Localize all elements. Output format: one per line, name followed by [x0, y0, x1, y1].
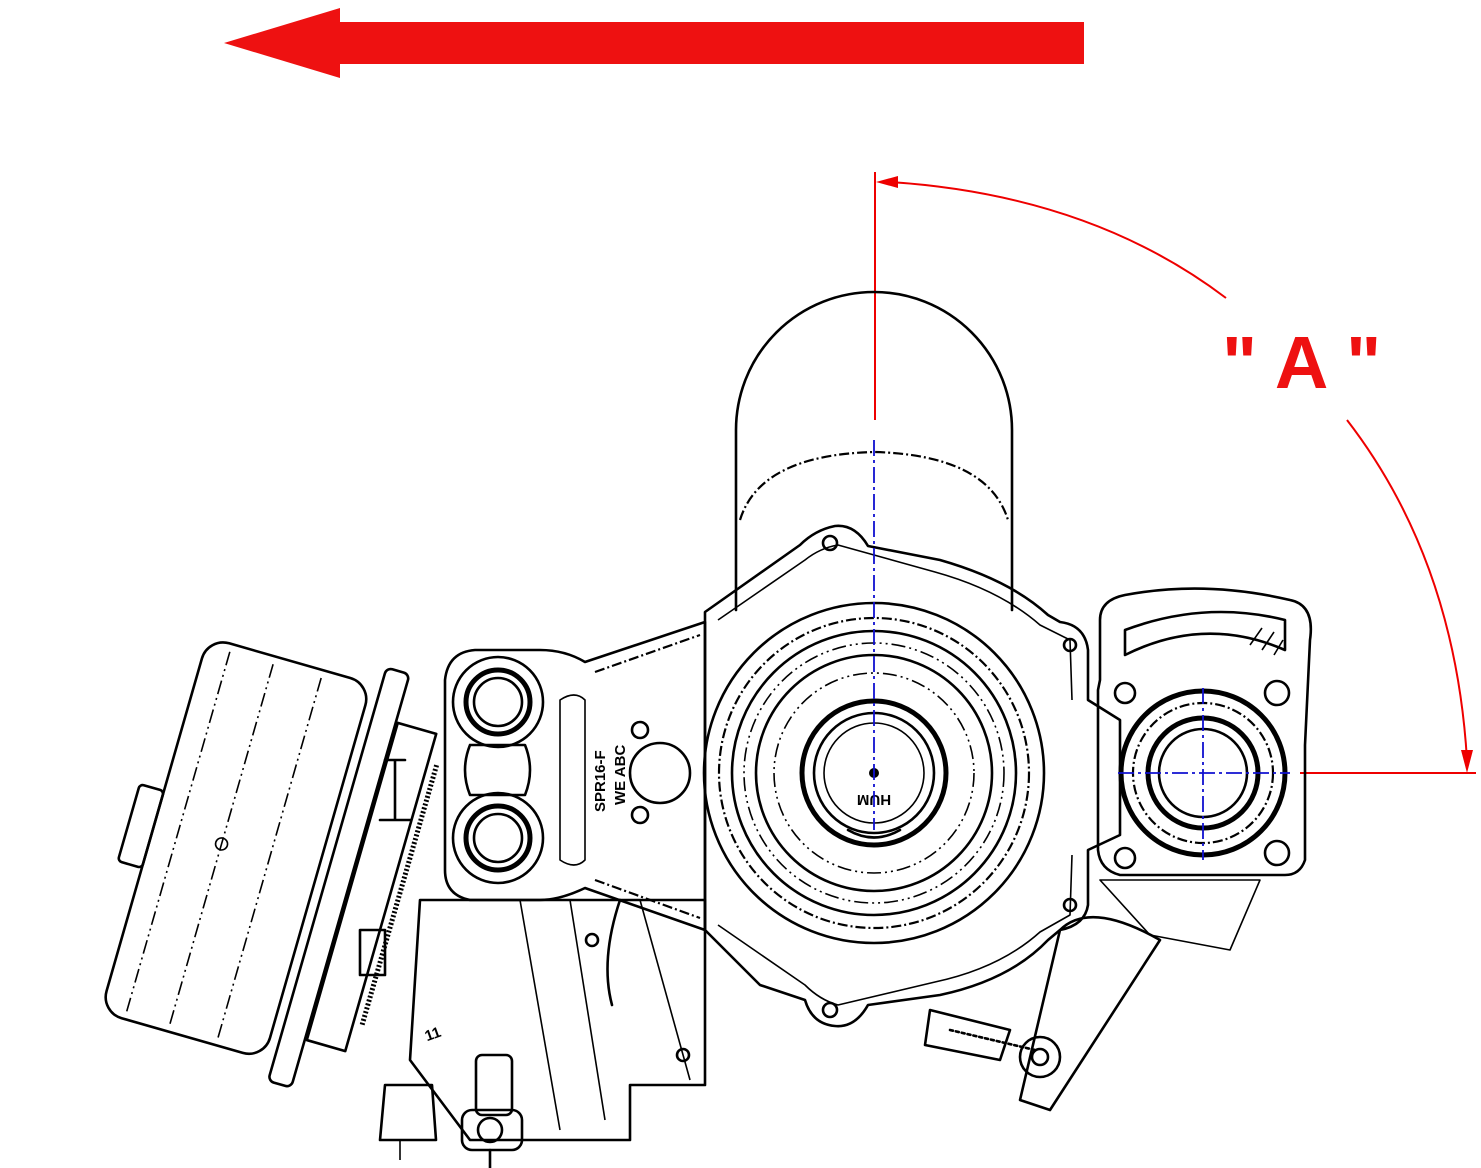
counter-text: 11	[423, 1024, 444, 1045]
brake-chamber-left	[104, 641, 439, 1088]
chamber-stud-upper	[378, 758, 412, 822]
chamber-stud-lower	[358, 928, 387, 977]
slack-adjuster-body: HUM	[702, 524, 1122, 1028]
clevis-bolt	[378, 1053, 524, 1168]
direction-arrow	[224, 8, 1084, 78]
brake-chamber-dome	[734, 290, 1014, 612]
casting-text-2: WE ABC	[612, 745, 629, 805]
control-arm	[923, 1008, 1062, 1079]
adjuster-housing-right	[1018, 587, 1313, 1112]
push-rod-link: SPR16-F WE ABC	[443, 620, 707, 932]
casting-text-1: SPR16-F	[592, 750, 609, 812]
angle-dimension: " A "	[874, 172, 1476, 774]
angle-a-label: " A "	[1222, 321, 1381, 404]
center-lines	[873, 440, 1290, 860]
anchor-bracket: 11	[408, 898, 707, 1142]
